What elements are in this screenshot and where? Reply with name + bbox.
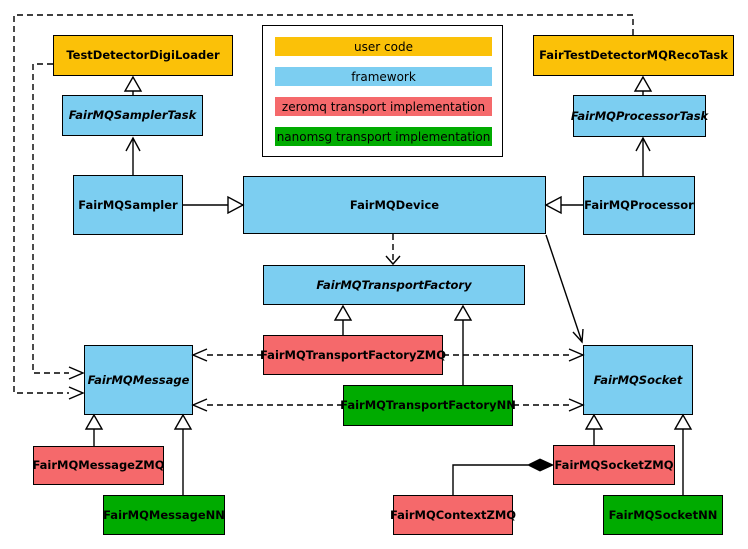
- edge-messagenn-gen-message: [173, 413, 193, 495]
- class-node-fairmqtransportfactory: FairMQTransportFactory: [263, 265, 525, 305]
- legend-item-framework: framework: [275, 67, 492, 86]
- edge-sampler-assoc-samplertask: [125, 136, 141, 175]
- class-node-fairmqdevice: FairMQDevice: [243, 176, 546, 234]
- edge-factoryzmq-dep-message: [191, 348, 263, 362]
- edge-factoryzmq-dep-socket: [443, 348, 585, 362]
- class-node-fairmqprocessortask: FairMQProcessorTask: [571, 95, 708, 137]
- edge-contextzmq-comp-socketzmq: [452, 458, 555, 495]
- class-node-fairmqmessagenn: FairMQMessageNN: [103, 495, 225, 535]
- class-node-testdetectordigiloader: TestDetectorDigiLoader: [53, 35, 233, 76]
- legend-label: zeromq transport implementation: [281, 99, 486, 114]
- class-node-fairmqsamplertask: FairMQSamplerTask: [62, 95, 203, 136]
- class-node-fairmqmessage: FairMQMessage: [84, 345, 193, 415]
- class-node-fairmqcontextzmq: FairMQContextZMQ: [390, 495, 516, 535]
- class-node-fairmqmessagezmq: FairMQMessageZMQ: [32, 446, 165, 485]
- class-node-fairmqsocketnn: FairMQSocketNN: [603, 495, 723, 535]
- class-node-fairtestdetectormqrecotask: FairTestDetectorMQRecoTask: [533, 35, 734, 76]
- edge-sampler-gen-device: [183, 195, 245, 215]
- edge-messagezmq-gen-message: [84, 413, 104, 446]
- class-node-fairmqtransportfactorynn: FairMQTransportFactoryNN: [340, 385, 516, 426]
- legend: user code framework zeromq transport imp…: [262, 25, 503, 157]
- edge-processor-gen-device: [544, 195, 583, 215]
- class-node-fairmqsocketzmq: FairMQSocketZMQ: [553, 445, 675, 485]
- edge-factoryzmq-gen-factory: [333, 304, 353, 335]
- legend-item-nanomsg-impl: nanomsg transport implementation: [275, 127, 492, 146]
- edge-device-assoc-socket: [545, 234, 584, 344]
- legend-item-user-code: user code: [275, 37, 492, 56]
- legend-label: framework: [351, 69, 416, 84]
- edge-device-dep-factory: [385, 234, 401, 266]
- edge-processor-assoc-processortask: [635, 136, 651, 176]
- edge-processortask-gen-recotask: [633, 75, 653, 95]
- class-node-fairmqsampler: FairMQSampler: [73, 175, 183, 235]
- edge-samplertask-gen-digiloader: [123, 75, 143, 95]
- class-node-fairmqsocket: FairMQSocket: [583, 345, 693, 415]
- edge-factorynn-dep-message: [191, 398, 343, 412]
- edge-socketnn-gen-socket: [673, 413, 693, 495]
- legend-label: nanomsg transport implementation: [276, 129, 491, 144]
- legend-item-zeromq-impl: zeromq transport implementation: [275, 97, 492, 116]
- legend-label: user code: [354, 39, 413, 54]
- class-node-fairmqtransportfactoryzmq: FairMQTransportFactoryZMQ: [260, 335, 446, 375]
- edge-factorynn-gen-factory: [453, 304, 473, 385]
- edge-factorynn-dep-socket: [513, 398, 585, 412]
- class-node-fairmqprocessor: FairMQProcessor: [583, 176, 695, 235]
- edge-socketzmq-gen-socket: [584, 413, 604, 445]
